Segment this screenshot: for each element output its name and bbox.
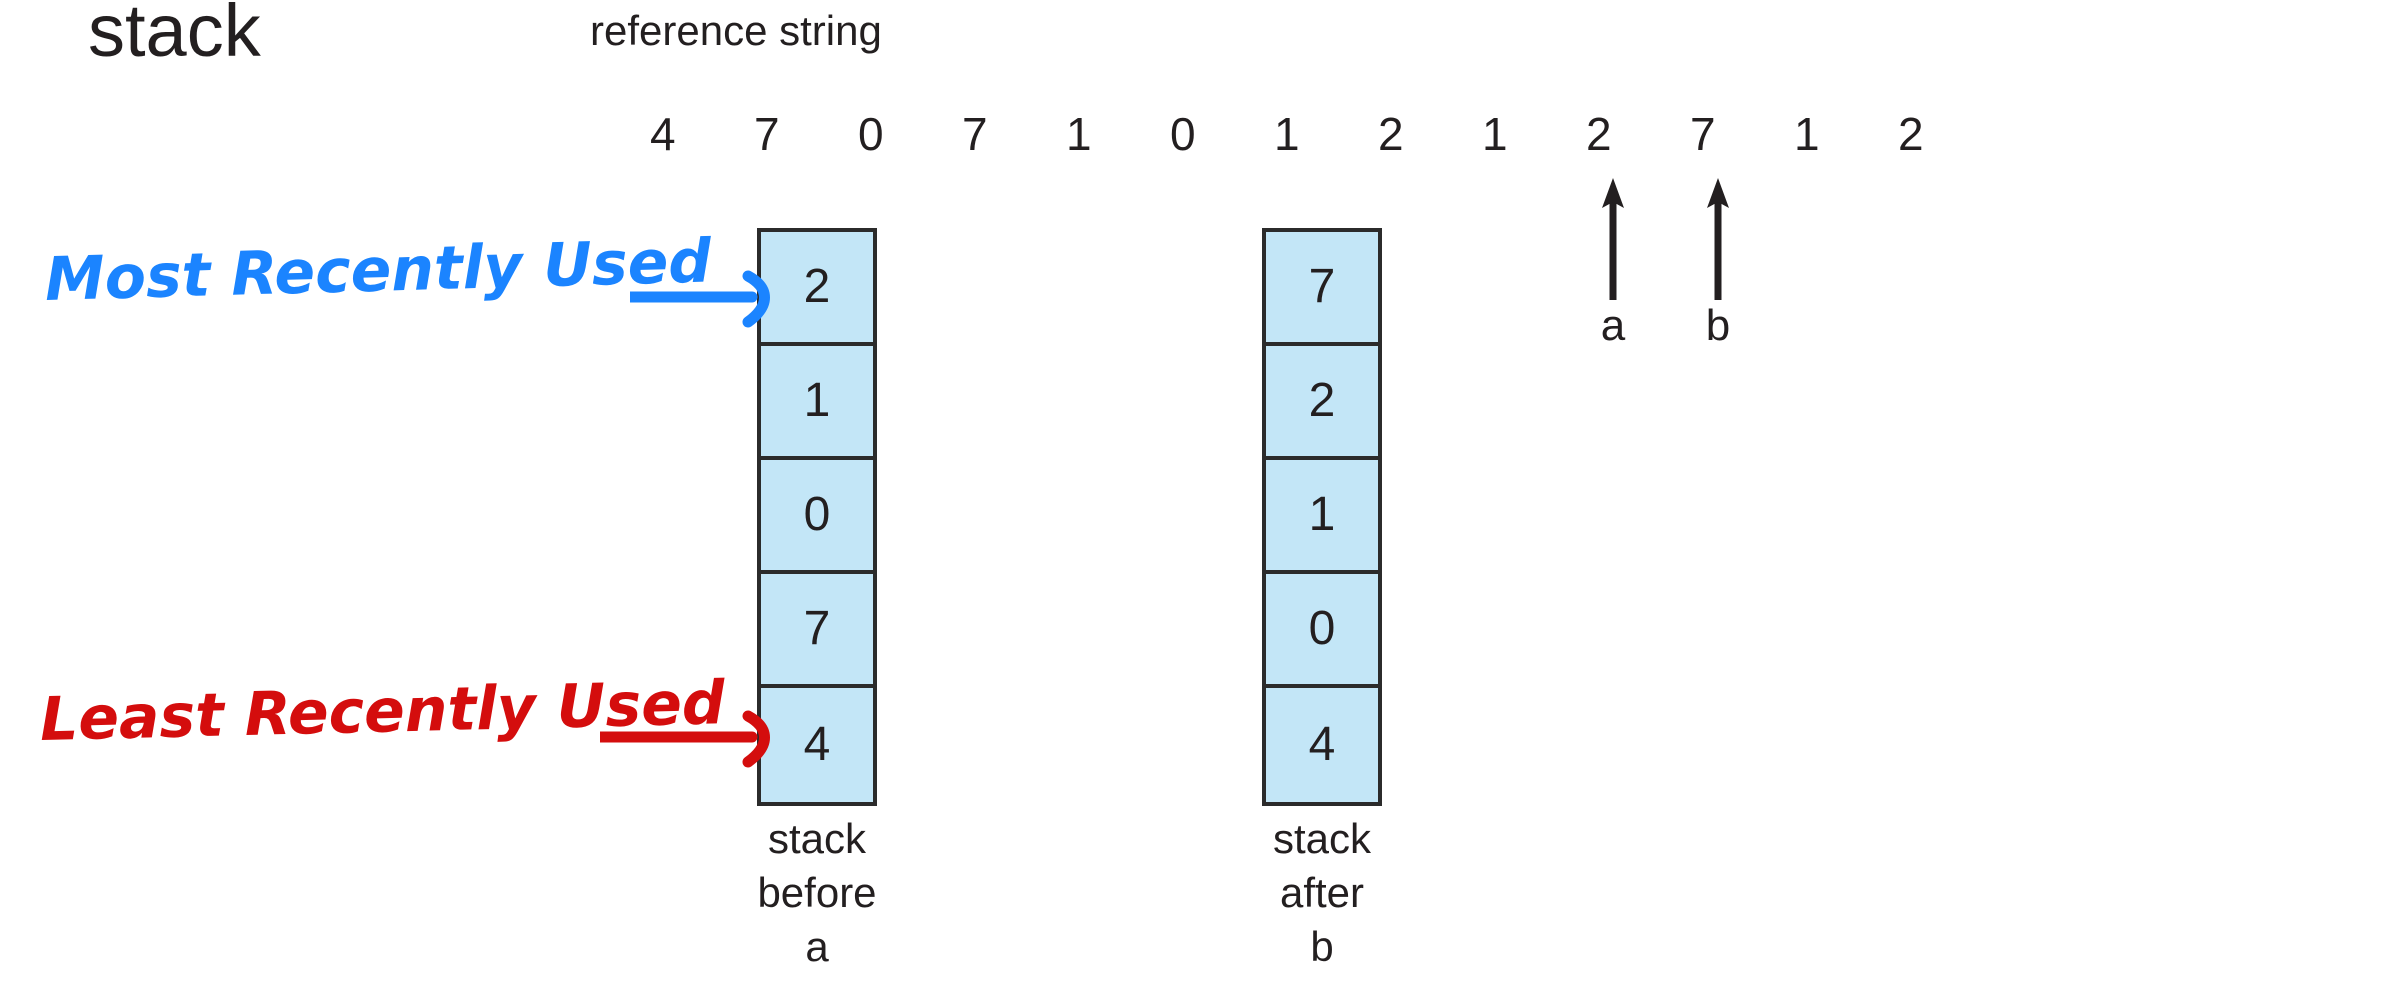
stack-before-a-boxes: 2 1 0 7 4 <box>757 228 877 806</box>
stack-cell-value: 4 <box>1308 718 1336 771</box>
stack-cell: 7 <box>761 574 873 688</box>
annotation-mru-leader-arrow <box>624 262 790 337</box>
caption-line: a <box>805 923 829 970</box>
stack-cell-value: 1 <box>803 374 831 427</box>
arrow-right-icon <box>624 270 770 328</box>
stack-after-b-boxes: 7 2 1 0 4 <box>1262 228 1382 806</box>
annotation-lru-leader-arrow <box>594 702 790 777</box>
stack-cell-value: 2 <box>803 260 831 313</box>
reference-string-row: 4 7 0 7 1 0 1 2 1 2 7 1 2 <box>650 108 2002 160</box>
up-arrow-icon <box>1707 178 1729 300</box>
stack-cell: 2 <box>1266 346 1378 460</box>
pointer-label-a: a <box>1600 301 1626 350</box>
arrow-right-icon <box>594 710 770 768</box>
stack-cell-value: 0 <box>1308 602 1336 655</box>
annotation-most-recently-used: Most Recently Used <box>44 226 713 315</box>
pointer-arrow-a: a <box>1593 178 1633 348</box>
caption-line: stack <box>1272 815 1372 862</box>
stack-after-b-caption: stack after b <box>1222 812 1422 974</box>
stack-before-a-caption: stack before a <box>717 812 917 974</box>
reference-string-value: 0 <box>1170 108 1196 160</box>
stack-cell: 1 <box>1266 460 1378 574</box>
stack-cell-value: 1 <box>1308 488 1336 541</box>
reference-string-value: 1 <box>1482 108 1508 160</box>
stack-cell: 2 <box>761 232 873 346</box>
stack-cell-value: 4 <box>803 718 831 771</box>
stack-before-a: 2 1 0 7 4 stack before a <box>757 228 877 970</box>
reference-string-label: reference string <box>590 7 882 54</box>
caption-line: b <box>1310 923 1334 970</box>
stack-cell: 1 <box>761 346 873 460</box>
stack-cell-value: 2 <box>1308 374 1336 427</box>
up-arrow-icon <box>1602 178 1624 300</box>
stack-cell: 4 <box>761 688 873 802</box>
caption-line: stack <box>767 815 867 862</box>
stack-cell: 7 <box>1266 232 1378 346</box>
reference-string-value: 1 <box>1794 108 1820 160</box>
stack-after-b: 7 2 1 0 4 stack after b <box>1262 228 1382 970</box>
stack-cell: 0 <box>1266 574 1378 688</box>
stack-cell-value: 7 <box>803 602 831 655</box>
reference-string-value: 2 <box>1898 108 1924 160</box>
page-title-stack: stack <box>88 0 261 72</box>
reference-string-value: 1 <box>1066 108 1092 160</box>
caption-line: before <box>757 869 877 916</box>
reference-string-value: 2 <box>1378 108 1404 160</box>
reference-string-value: 4 <box>650 108 676 160</box>
reference-string-value: 7 <box>754 108 780 160</box>
caption-line: after <box>1279 869 1365 916</box>
stack-cell-value: 0 <box>803 488 831 541</box>
reference-string-value: 7 <box>1690 108 1716 160</box>
pointer-label-b: b <box>1705 301 1731 350</box>
reference-string-value: 0 <box>858 108 884 160</box>
stack-cell: 4 <box>1266 688 1378 802</box>
stack-cell: 0 <box>761 460 873 574</box>
pointer-arrow-b: b <box>1698 178 1738 348</box>
reference-string-value: 1 <box>1274 108 1300 160</box>
stack-cell-value: 7 <box>1308 260 1336 313</box>
reference-string-value: 7 <box>962 108 988 160</box>
reference-string-value: 2 <box>1586 108 1612 160</box>
